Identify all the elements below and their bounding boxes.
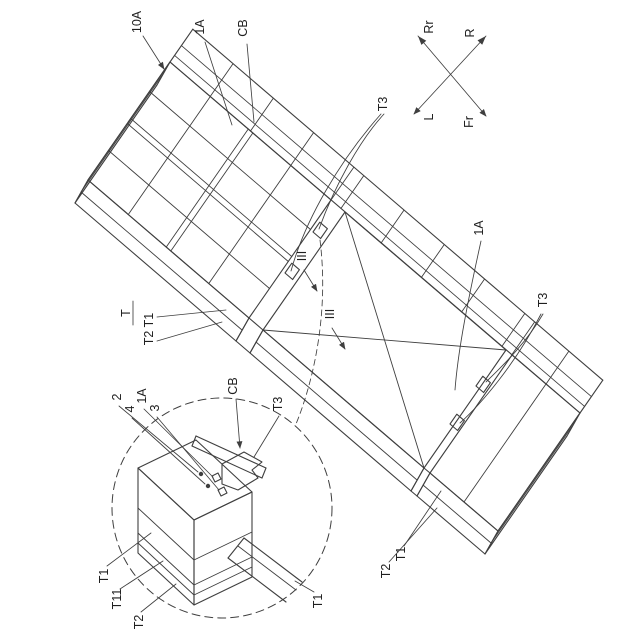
leader-t3-top-2 — [290, 113, 382, 272]
leader-1a-top — [204, 41, 233, 126]
compass-arrowhead-rr — [418, 36, 427, 45]
label-t2-t1: T2 T1 — [142, 313, 156, 345]
leader-t1-layer — [106, 532, 152, 567]
leader-3 — [156, 416, 220, 491]
label-t1-bottom-right: T1 — [394, 547, 408, 562]
leader-t3-right-2 — [459, 313, 542, 424]
orientation-compass — [413, 35, 487, 117]
label-10a: 10A — [130, 10, 144, 33]
detail-label-4: 4 — [123, 405, 137, 412]
leader-t2-layer — [140, 583, 177, 613]
detail-bracket-t3 — [221, 451, 263, 491]
label-1a-right: 1A — [472, 220, 486, 236]
mounting-brackets — [284, 221, 491, 432]
fastener-4 — [217, 486, 228, 497]
compass-axis-r-l — [413, 35, 487, 115]
detail-label-t11: T11 — [110, 589, 124, 610]
labels: 10A 1A CB Rr R L Fr T3 1A T3 III III T T… — [97, 10, 550, 629]
label-t-total: T — [119, 309, 133, 317]
label-t3-right: T3 — [536, 293, 550, 308]
fastener-2 — [205, 483, 211, 489]
compass-l-label: L — [422, 113, 436, 120]
detail-label-t2: T2 — [132, 615, 146, 630]
detail-label-t1-right: T1 — [311, 594, 325, 609]
leader-t3-right-1 — [485, 313, 544, 383]
leader-t11-layer — [119, 560, 164, 590]
section-arrow-2 — [331, 327, 346, 350]
detail-boundary-circle — [111, 397, 333, 619]
bracket-t3-1 — [312, 221, 328, 240]
module-row-1-panel — [74, 61, 332, 342]
detail-label-2: 2 — [110, 393, 124, 400]
fastener-3 — [211, 472, 222, 483]
leader-cb-top — [246, 43, 255, 123]
leader-4 — [131, 417, 206, 485]
detail-label-t3: T3 — [271, 397, 285, 412]
compass-fr-label: Fr — [462, 116, 476, 128]
leader-t1-right-layer — [294, 580, 315, 593]
detail-label-t1: T1 — [97, 569, 111, 584]
detail-label-cb: CB — [226, 377, 240, 394]
leader-t2-bottom-right — [388, 507, 438, 563]
compass-rr-label: Rr — [422, 20, 436, 33]
detail-circle — [111, 239, 333, 619]
label-cb-top: CB — [236, 19, 250, 36]
leader-t1-bottom-right — [403, 490, 442, 547]
detail-label-1a: 1A — [135, 388, 149, 404]
fastener-1 — [198, 471, 204, 477]
label-t2-bottom-right: T2 — [379, 564, 393, 579]
detail-label-3: 3 — [148, 404, 162, 411]
compass-r-label: R — [463, 28, 477, 37]
leader-t3-detail — [253, 415, 280, 458]
detail-drawing — [137, 435, 303, 606]
leader-t2-left — [156, 321, 223, 342]
leader-10a — [142, 35, 165, 70]
module-row-3-end — [416, 354, 581, 555]
detail-reference-curve — [295, 239, 324, 425]
row-gap-faces — [235, 317, 431, 497]
section-iii-label-1: III — [295, 251, 309, 261]
label-t3-top: T3 — [376, 97, 390, 112]
bracket-t3-2 — [284, 262, 300, 281]
leader-lines — [132, 35, 544, 563]
leader-1a-detail — [143, 408, 214, 478]
section-iii-label-2: III — [323, 309, 337, 319]
detail-leader-lines — [106, 398, 315, 613]
label-1a-top: 1A — [193, 19, 207, 35]
compass-axis-rr-fr — [417, 35, 487, 117]
leader-2 — [118, 405, 199, 473]
section-arrow-1 — [303, 269, 318, 292]
bracket-t3-3 — [475, 375, 491, 394]
leader-cb-detail — [235, 398, 243, 449]
side-rail-band — [169, 28, 604, 414]
leader-1a-right — [454, 240, 482, 391]
leader-t3-top-1 — [318, 113, 385, 230]
compass-arrowhead-r — [477, 36, 486, 45]
leader-t1-left — [156, 309, 227, 318]
bracket-t3-4 — [449, 413, 465, 432]
